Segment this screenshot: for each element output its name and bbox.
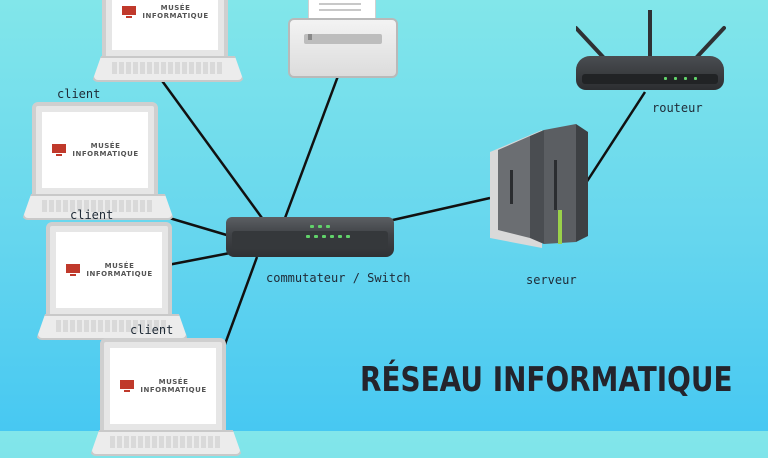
- server-label: serveur: [526, 273, 577, 287]
- computer-logo-icon: [122, 6, 137, 18]
- link-printer-switch: [283, 75, 340, 219]
- link-server-router: [582, 91, 647, 187]
- router-antennas: [576, 10, 726, 60]
- computer-logo-icon: [120, 380, 135, 392]
- printer-body: [288, 18, 398, 78]
- link-laptop1-switch: [158, 77, 264, 219]
- laptop-keyboard: [36, 314, 188, 340]
- computer-logo-icon: [52, 144, 67, 156]
- diagram-title: RÉSEAU INFORMATIQUE: [360, 360, 733, 400]
- router-label: routeur: [652, 101, 703, 115]
- link-switch-server: [383, 196, 491, 224]
- client-label-1: client: [57, 87, 101, 101]
- network-switch-icon: [226, 217, 394, 257]
- laptop-keyboard: [90, 430, 242, 456]
- printer-icon: [288, 0, 398, 78]
- client-label-2: client: [70, 208, 114, 222]
- computer-logo-icon: [66, 264, 81, 276]
- switch-label: commutateur / Switch: [266, 271, 411, 285]
- client-label-3: client: [130, 323, 174, 337]
- laptop-keyboard: [92, 56, 244, 82]
- server-icon: [490, 124, 588, 248]
- router-icon: [576, 10, 726, 96]
